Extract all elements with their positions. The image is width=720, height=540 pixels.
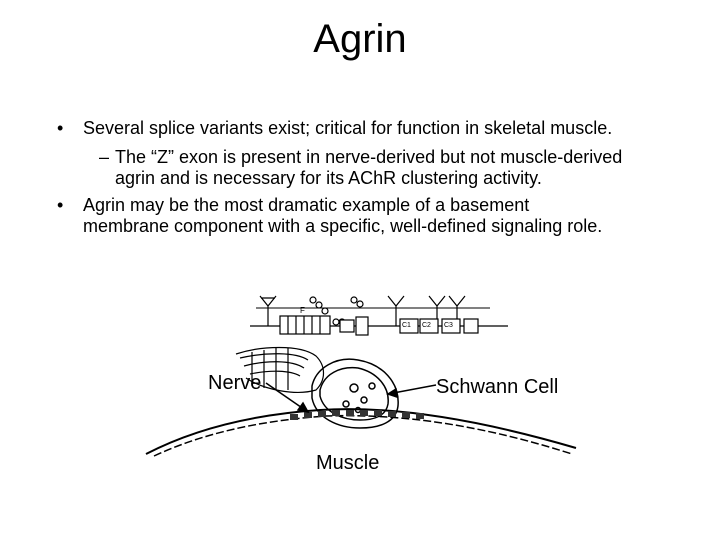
bullet-text-line-1: Agrin may be the most dramatic example o… — [83, 195, 530, 215]
slide-title: Agrin — [313, 17, 407, 61]
muscle-label: Muscle — [316, 452, 380, 474]
domain-label-c3: C3 — [444, 322, 453, 329]
bullet-marker: • — [57, 195, 64, 215]
domain-label-c1: C1 — [402, 322, 411, 329]
sub-bullet-marker: – — [99, 147, 110, 167]
bullet-marker: • — [57, 118, 64, 138]
sub-bullet-text-line-1: The “Z” exon is present in nerve-derived… — [115, 147, 623, 167]
sub-bullet-text-line-2: agrin and is necessary for its AChR clus… — [115, 168, 542, 188]
domain-label-c2: C2 — [422, 322, 431, 329]
domain-label-f: F — [300, 306, 305, 315]
agrin-protein-schematic — [250, 295, 508, 336]
junctional-folds — [290, 410, 424, 420]
basement-membrane — [153, 414, 573, 457]
label-arrows — [265, 382, 437, 414]
diagram-illustration — [145, 295, 577, 457]
bullet-text-line-2: membrane component with a specific, well… — [83, 216, 603, 236]
nerve-label: Nerve — [208, 372, 262, 394]
agrin-synapse-diagram: Nerve Schwann Cell Muscle F C1 C2 C3 — [140, 286, 580, 486]
nerve-terminal — [235, 346, 325, 393]
schwann-cell-label: Schwann Cell — [436, 376, 559, 398]
bullet-text: Several splice variants exist; critical … — [83, 118, 613, 138]
schwann-cell-bouton — [311, 358, 399, 429]
muscle-membrane — [145, 408, 577, 455]
